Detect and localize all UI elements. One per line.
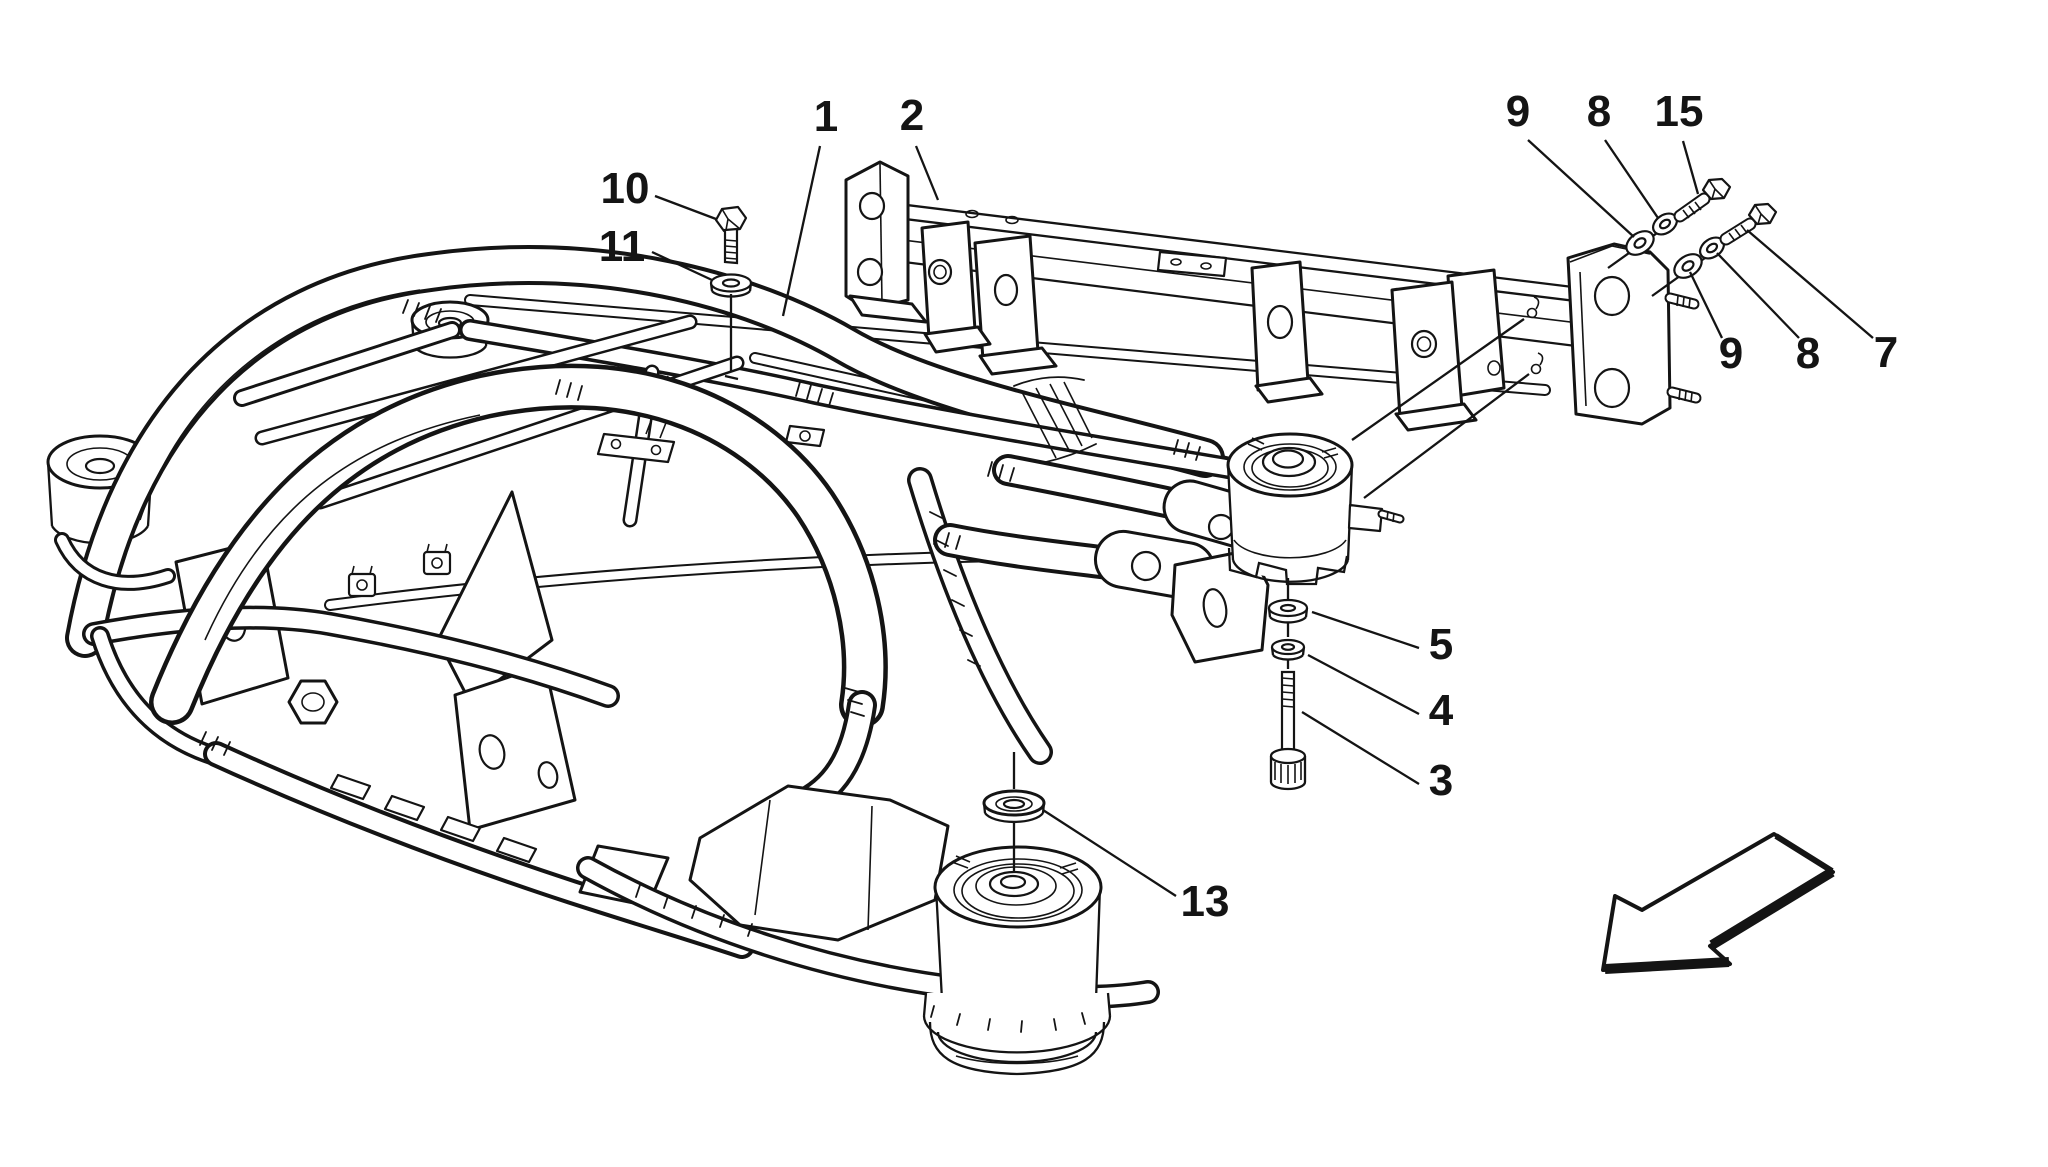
leader-lines [651,139,1874,897]
washer-4 [1270,638,1306,661]
leader-2 [914,145,940,201]
callout-8a: 8 [1586,87,1612,136]
washer-13 [982,752,1046,872]
cross-member-end-plate-left [844,160,928,324]
leader-9a [1527,139,1635,238]
cross-member-end-bracket-right [1566,242,1702,426]
callout-3: 3 [1428,756,1454,805]
cross-member [844,160,1702,499]
cross-member-bracket-a [920,220,1058,376]
stud-lower [1666,386,1702,404]
skid-rail-slots [329,773,538,864]
washer-9-lower [1673,253,1703,279]
stud-upper [1664,292,1700,310]
clamp-block [347,565,377,598]
subframe [46,245,1405,1076]
frame-hex-nut [287,679,339,725]
callout-4: 4 [1428,686,1454,735]
bolt-15 [1673,177,1732,223]
callout-8b: 8 [1795,329,1821,378]
direction-arrow [1601,832,1835,974]
lower-bushing [922,845,1112,1076]
clamp-block [422,543,452,576]
callout-13: 13 [1180,877,1230,926]
bolt-7 [1719,202,1778,246]
callout-10: 10 [600,164,650,213]
leader-8b [1716,252,1800,339]
callout-5: 5 [1428,620,1454,669]
leader-15 [1681,140,1700,195]
callout-11: 11 [598,222,646,271]
callout-9b: 9 [1718,329,1744,378]
callout-2: 2 [899,91,925,140]
leader-7 [1746,229,1874,339]
mid-platform [324,490,1006,704]
leader-5 [1311,610,1420,650]
callout-15: 15 [1654,87,1704,136]
arm-cluster [933,454,1274,664]
washer-11 [709,273,753,381]
leader-4 [1307,653,1420,716]
callout-1: 1 [813,92,839,141]
bolt-10 [714,205,748,265]
leader-10 [654,194,717,221]
leader-8a [1604,139,1659,219]
leader-9b [1688,271,1724,339]
washer-5 [1267,578,1309,669]
bolt-3 [1269,670,1307,791]
weld-beads [199,299,1201,756]
cross-member-bracket-b [1250,260,1324,404]
leader-13 [1042,809,1177,897]
leader-3 [1301,711,1420,785]
leader-1 [781,145,822,317]
leader-11 [651,250,713,282]
alignment-lines [1351,296,1544,499]
callout-9a: 9 [1505,87,1531,136]
callout-7: 7 [1873,328,1899,377]
cross-member-bracket-c [1390,268,1506,432]
upper-bushing [1226,432,1405,586]
